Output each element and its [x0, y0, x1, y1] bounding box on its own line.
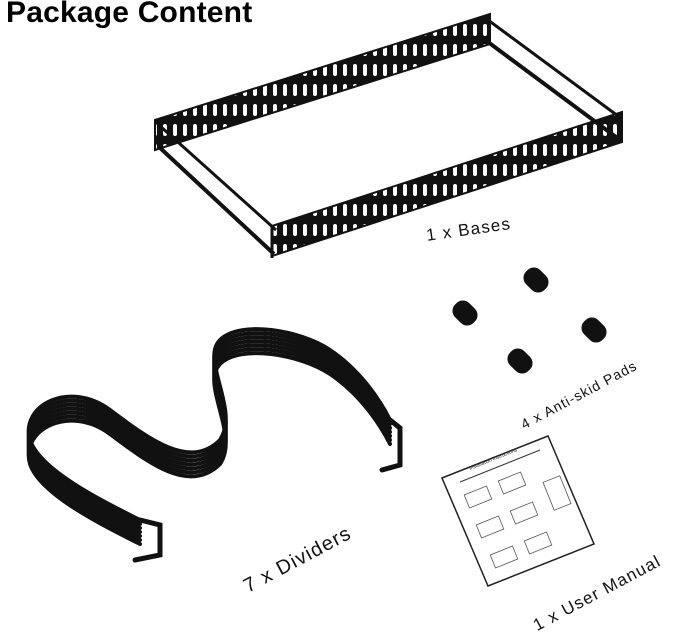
divider-icon [26, 327, 403, 563]
page-title: Package Content [6, 0, 253, 29]
manual-icon [441, 435, 595, 587]
tray-base-icon [154, 12, 623, 258]
anti-skid-pad-icon [452, 267, 607, 374]
